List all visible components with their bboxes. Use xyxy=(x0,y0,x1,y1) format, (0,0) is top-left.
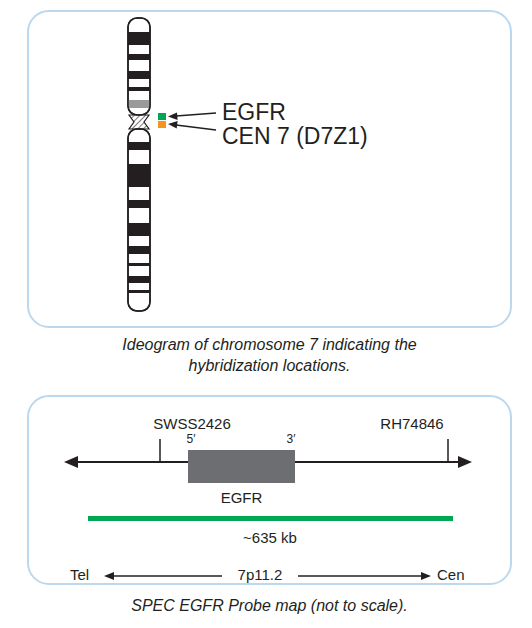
marker-tick xyxy=(447,439,449,462)
size-label: ~635 kb xyxy=(243,530,297,547)
centromere xyxy=(129,115,149,129)
gene-label: EGFR xyxy=(221,489,263,506)
figure-caption: Ideogram of chromosome 7 indicating the … xyxy=(120,334,420,376)
band-label: 7p11.2 xyxy=(238,567,283,584)
marker-tick xyxy=(159,439,161,462)
telomere-label: Tel xyxy=(70,567,89,584)
probe-map xyxy=(64,439,472,580)
p-arm xyxy=(128,18,150,115)
pointer-arrows xyxy=(168,113,216,131)
arrow-head xyxy=(458,456,472,468)
direction-arrow xyxy=(298,575,422,577)
arrow-head xyxy=(104,572,114,580)
direction-arrow xyxy=(112,575,222,577)
probe-bar xyxy=(88,516,453,521)
p-arm-bands xyxy=(128,32,150,108)
arrow-head xyxy=(64,456,78,468)
marker-name: RH74846 xyxy=(380,416,443,433)
strand-end: 3′ xyxy=(287,433,296,446)
strand-end: 5′ xyxy=(187,433,196,446)
cen7-signal xyxy=(158,121,166,128)
probe-label: EGFR xyxy=(222,100,286,125)
figure-caption: SPEC EGFR Probe map (not to scale). xyxy=(80,595,460,616)
q-arm-bands xyxy=(128,142,150,293)
probe-label: CEN 7 (D7Z1) xyxy=(222,124,368,149)
ideogram-panel: Ideogram of chromosome 7 indicating the … xyxy=(27,10,512,328)
marker-name: SWSS2426 xyxy=(153,416,231,433)
gene-box: EGFR xyxy=(188,450,295,483)
egfr-signal xyxy=(158,113,166,120)
centromere-label: Cen xyxy=(437,567,465,584)
arrow-head xyxy=(421,572,431,580)
chromosome-ideogram xyxy=(128,18,150,311)
q-arm xyxy=(128,129,150,311)
